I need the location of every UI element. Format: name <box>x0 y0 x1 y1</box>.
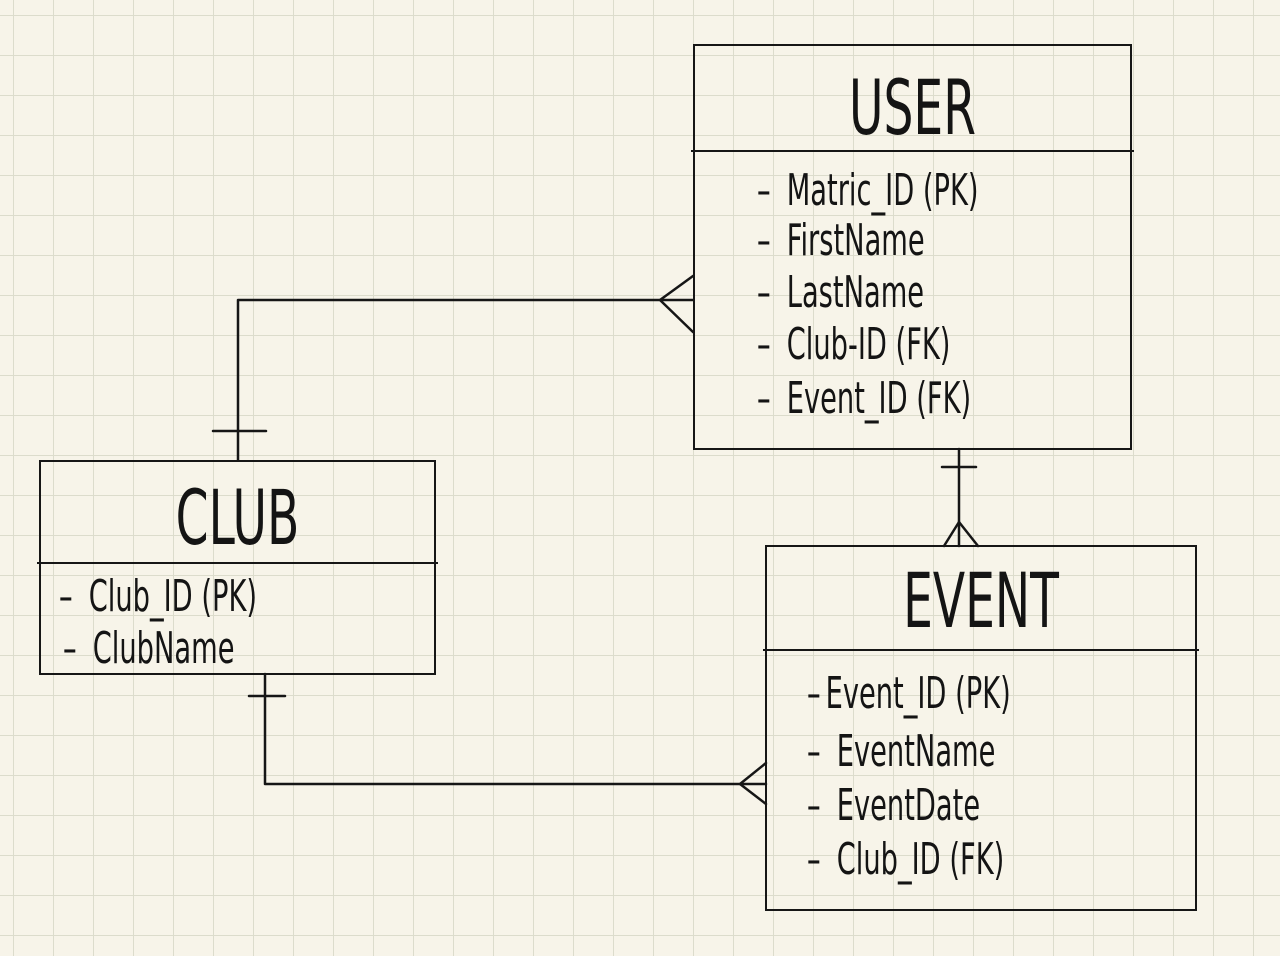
user-side-crowfoot <box>658 274 695 334</box>
attribute-row: –Club_ID (PK) <box>59 570 257 624</box>
attribute-bullet: – <box>757 215 771 266</box>
attribute-bullet: – <box>757 267 771 318</box>
attribute-label: Club-ID (FK) <box>786 319 951 370</box>
attribute-row: –Club_ID (FK) <box>807 833 1004 887</box>
attribute-bullet: – <box>757 373 771 424</box>
entity-user-title: USER <box>849 63 976 152</box>
attribute-bullet: – <box>63 623 77 674</box>
event-side-crowfoot <box>942 520 980 548</box>
attribute-row: –Matric_ID (PK) <box>757 164 978 218</box>
event-side-crowfoot-left <box>738 761 768 806</box>
entity-club-divider <box>37 562 438 564</box>
relationship-club-event <box>247 672 768 806</box>
entity-event-title: EVENT <box>903 556 1059 645</box>
attribute-label: Club_ID (FK) <box>836 834 1005 885</box>
attribute-row: –Event_ID (FK) <box>757 372 971 426</box>
attribute-row: –Club-ID (FK) <box>757 318 950 372</box>
club-user-line <box>236 298 695 462</box>
entity-user[interactable]: USER –Matric_ID (PK) –FirstName –LastNam… <box>691 44 1134 450</box>
entity-club[interactable]: CLUB –Club_ID (PK) –ClubName <box>37 460 438 676</box>
attribute-row: –LastName <box>757 266 924 320</box>
club-event-line <box>263 672 768 786</box>
entity-event-divider <box>763 649 1199 651</box>
attribute-bullet: – <box>757 319 771 370</box>
entity-event[interactable]: EVENT –Event_ID (PK) –EventName –EventDa… <box>763 545 1199 911</box>
attribute-label: LastName <box>786 267 925 318</box>
relationship-club-user <box>211 274 695 462</box>
attribute-row: –EventName <box>807 725 995 779</box>
attribute-row: –FirstName <box>757 214 925 268</box>
attribute-row: –EventDate <box>807 779 980 833</box>
attribute-label: Event_ID (PK) <box>825 668 1011 719</box>
attribute-label: Club_ID (PK) <box>88 571 257 622</box>
attribute-bullet: – <box>807 726 821 777</box>
attribute-label: Matric_ID (PK) <box>786 165 979 216</box>
entity-user-divider <box>691 150 1134 152</box>
entity-club-title: CLUB <box>175 473 300 562</box>
attribute-bullet: – <box>757 165 771 216</box>
attribute-label: EventName <box>836 726 996 777</box>
attribute-label: ClubName <box>92 623 235 674</box>
attribute-label: EventDate <box>836 780 981 831</box>
attribute-label: FirstName <box>786 215 925 266</box>
attribute-label: Event_ID (FK) <box>786 373 972 424</box>
relationship-user-event <box>940 447 980 548</box>
attribute-row: –Event_ID (PK) <box>807 667 1011 721</box>
attribute-row: –ClubName <box>63 622 234 676</box>
attribute-bullet: – <box>59 571 73 622</box>
attribute-bullet: – <box>807 668 821 719</box>
attribute-bullet: – <box>807 834 821 885</box>
attribute-bullet: – <box>807 780 821 831</box>
